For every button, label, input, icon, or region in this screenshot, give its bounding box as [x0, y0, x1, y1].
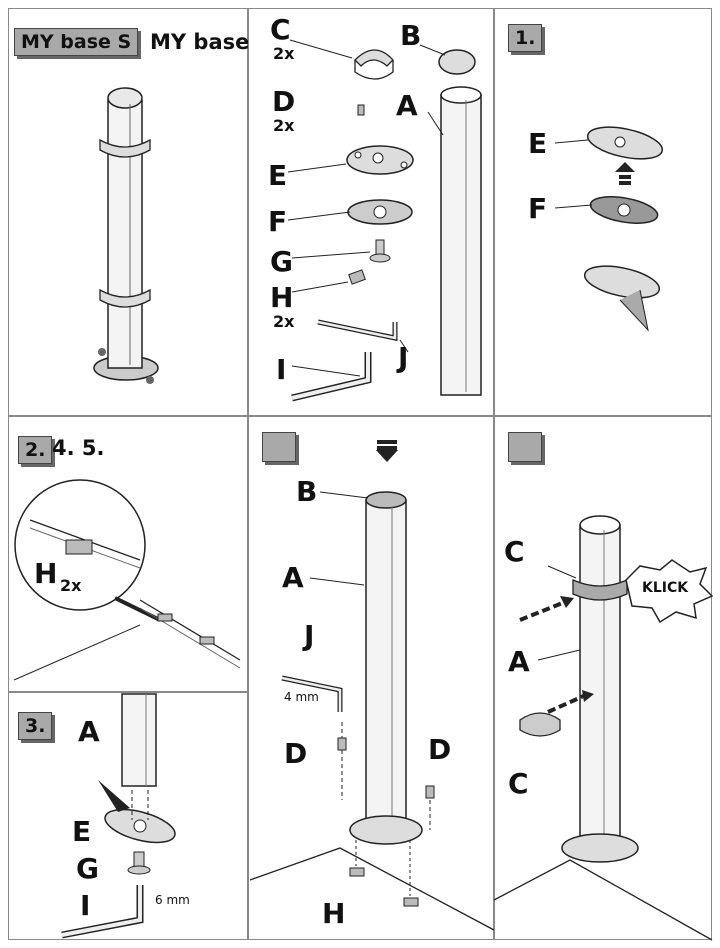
step3-size-label: 6 mm	[155, 893, 190, 907]
step4-label-b: B	[296, 475, 318, 508]
step3-label-e: E	[72, 815, 92, 848]
step-2-badge: 2.	[18, 436, 53, 464]
step4-label-h: H	[322, 897, 346, 930]
step2-label-h: H	[34, 557, 58, 590]
part-label-d: D	[272, 85, 296, 118]
part-qty-d: 2x	[273, 116, 295, 135]
step4-label-j: J	[304, 619, 315, 652]
step5-label-c-bottom: C	[508, 767, 529, 800]
part-label-a: A	[396, 89, 418, 122]
step-5-badge	[508, 432, 542, 462]
step4-label-d-left: D	[284, 737, 308, 770]
part-label-c: C	[270, 13, 291, 46]
step-1-badge: 1.	[508, 24, 543, 52]
step5-label-a: A	[508, 645, 530, 678]
step5-klick-label: KLICK	[642, 580, 689, 596]
step3-label-i: I	[80, 889, 91, 922]
part-label-j: J	[398, 341, 409, 374]
step5-label-c-top: C	[504, 535, 525, 568]
step1-label-f: F	[528, 192, 548, 225]
part-label-h: H	[270, 281, 294, 314]
part-label-f: F	[268, 205, 288, 238]
step4-size-label: 4 mm	[284, 690, 319, 704]
step4-label-a: A	[282, 561, 304, 594]
step-4-5-label: 4. 5.	[52, 436, 105, 460]
part-qty-c: 2x	[273, 44, 295, 63]
step-4-badge	[262, 432, 296, 462]
step3-label-g: G	[76, 852, 99, 885]
part-label-i: I	[276, 353, 287, 386]
part-qty-h: 2x	[273, 312, 295, 331]
title-my-base-s: MY base S	[14, 28, 139, 56]
step3-label-a: A	[78, 715, 100, 748]
step-3-badge: 3.	[18, 712, 53, 740]
part-label-g: G	[270, 245, 293, 278]
part-label-b: B	[400, 19, 422, 52]
part-label-e: E	[268, 159, 288, 192]
step2-qty-h: 2x	[60, 576, 82, 595]
step4-label-d-right: D	[428, 733, 452, 766]
step1-label-e: E	[528, 127, 548, 160]
